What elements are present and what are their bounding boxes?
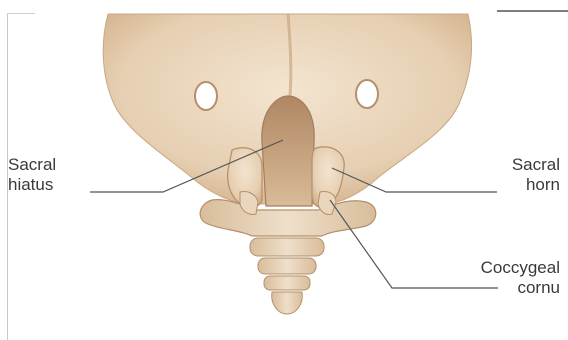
label-coccygeal-cornu-line1: Coccygeal [481,258,560,278]
label-sacral-horn-line1: Sacral [512,155,560,175]
label-sacral-hiatus-line2: hiatus [8,175,56,195]
coccyx-segment-4 [264,276,310,290]
coccyx-segment-3 [258,258,316,274]
right-sacral-foramen [356,80,378,108]
label-coccygeal-cornu: Coccygeal cornu [481,258,560,298]
label-coccygeal-cornu-line2: cornu [481,278,560,298]
label-sacral-hiatus: Sacral hiatus [8,155,56,195]
left-sacral-foramen [195,82,217,110]
label-sacral-hiatus-line1: Sacral [8,155,56,175]
coccyx-segment-2 [250,238,324,256]
coccyx-tip [272,292,303,314]
label-sacral-horn: Sacral horn [512,155,560,195]
sacral-hiatus-opening [262,96,314,206]
label-sacral-horn-line2: horn [512,175,560,195]
